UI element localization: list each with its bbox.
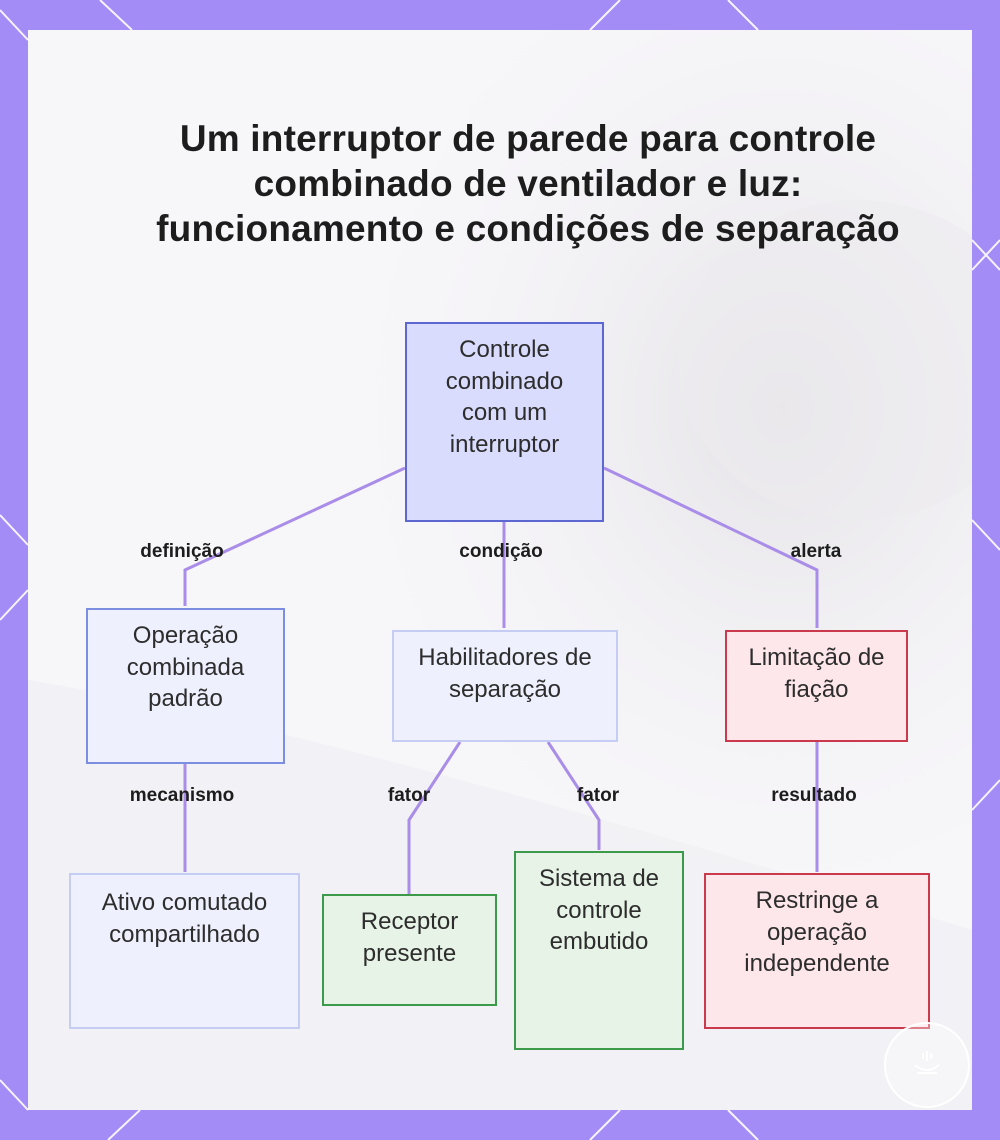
node-root-label: Controle combinado com um interruptor bbox=[445, 336, 564, 458]
node-restricts-operation-label: Restringe a operação independente bbox=[744, 887, 890, 977]
node-separation-enablers-label: Habilitadores de separação bbox=[418, 644, 592, 703]
watermark-badge-icon bbox=[884, 1022, 970, 1108]
edge-definition bbox=[183, 466, 406, 606]
edge-label-alert: alerta bbox=[790, 541, 842, 562]
edge-factor1 bbox=[407, 741, 462, 894]
node-restricts-operation: Restringe a operação independente bbox=[704, 873, 930, 1029]
edge-alert bbox=[603, 466, 819, 628]
edge-label-factor-2: fator bbox=[576, 785, 620, 806]
node-separation-enablers: Habilitadores de separação bbox=[392, 630, 618, 742]
node-receiver-present-label: Receptor presente bbox=[360, 908, 459, 967]
node-standard-operation: Operação combinada padrão bbox=[86, 608, 285, 764]
edge-factor2 bbox=[546, 741, 601, 850]
edge-label-result: resultado bbox=[771, 785, 857, 806]
node-wiring-limitation-label: Limitação de fiação bbox=[748, 644, 885, 703]
edge-label-definition: definição bbox=[140, 541, 224, 562]
edge-label-factor-1: fator bbox=[387, 785, 431, 806]
node-builtin-control-label: Sistema de controle embutido bbox=[538, 865, 660, 955]
diagram-title: Um interruptor de parede para controle c… bbox=[156, 118, 900, 249]
edge-label-condition: condição bbox=[459, 541, 543, 562]
edge-label-mechanism: mecanismo bbox=[129, 785, 235, 806]
node-builtin-control: Sistema de controle embutido bbox=[514, 851, 684, 1050]
node-shared-switched-label: Ativo comutado compartilhado bbox=[101, 889, 268, 948]
connector-lines bbox=[183, 466, 819, 894]
diagram-card: Um interruptor de parede para controle c… bbox=[28, 30, 972, 1110]
node-shared-switched: Ativo comutado compartilhado bbox=[69, 873, 300, 1029]
node-root: Controle combinado com um interruptor bbox=[405, 322, 604, 522]
node-receiver-present: Receptor presente bbox=[322, 894, 497, 1006]
node-wiring-limitation: Limitação de fiação bbox=[725, 630, 908, 742]
node-standard-operation-label: Operação combinada padrão bbox=[126, 622, 245, 712]
